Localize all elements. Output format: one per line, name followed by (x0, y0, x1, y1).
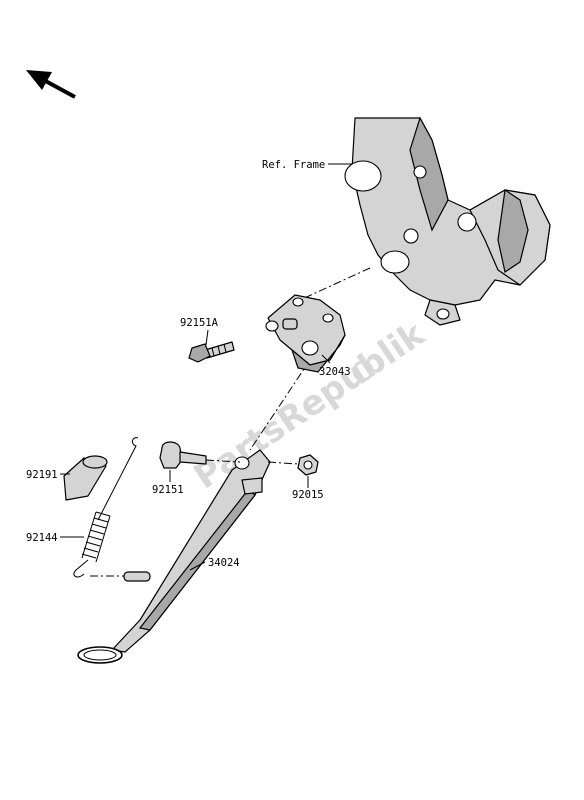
alignment-line (299, 267, 371, 301)
bracket-32043 (265, 294, 346, 373)
watermark-gear-icon (352, 360, 374, 382)
pin-92151 (159, 441, 241, 469)
part-label: 34024 (208, 557, 240, 569)
spring-pin (90, 571, 151, 582)
side-stand-34024 (77, 449, 271, 664)
spring-92144 (73, 437, 139, 578)
callout-32043: 32043 (319, 354, 351, 378)
part-label: 92144 (26, 532, 58, 544)
reference-frame (344, 116, 551, 326)
sleeve-92191 (63, 455, 108, 501)
nut-92015 (267, 454, 319, 476)
alignment-line (249, 359, 311, 451)
callout-92015: 92015 (292, 476, 324, 501)
callout-92151A: 92151A (180, 317, 219, 346)
frame-callout: Ref. Frame (262, 159, 352, 171)
callout-92144: 92144 (26, 532, 84, 544)
part-label: 92151A (180, 317, 219, 329)
callout-92151: 92151 (152, 470, 184, 496)
callout-34024: 34024 (189, 557, 240, 571)
part-label: 32043 (319, 366, 351, 378)
callout-92191: 92191 (26, 469, 70, 481)
bolt-92151A (188, 341, 235, 363)
part-label: 92191 (26, 469, 58, 481)
frame-label: Ref. Frame (262, 159, 325, 171)
part-label: 92151 (152, 484, 184, 496)
direction-arrow-icon (26, 70, 76, 99)
part-label: 92015 (292, 489, 324, 501)
